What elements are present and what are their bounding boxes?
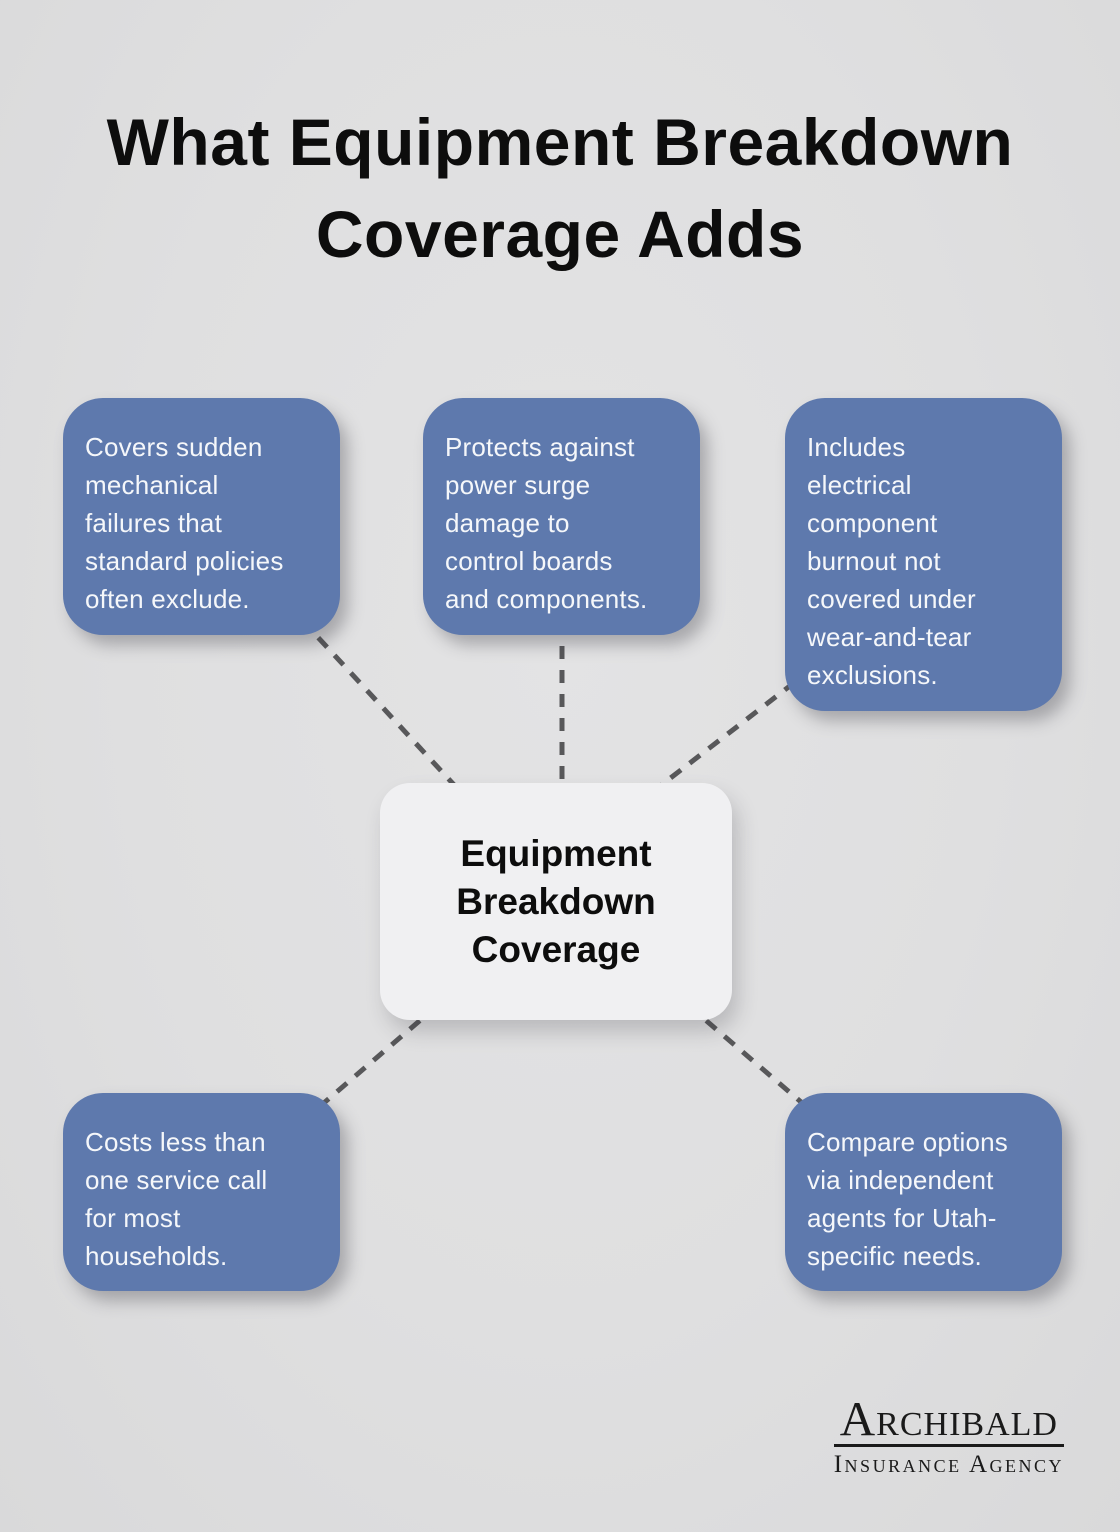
node-top-right: Includes electrical component burnout no… xyxy=(785,398,1062,711)
company-logo: Archibald Insurance Agency xyxy=(833,1391,1064,1478)
node-top-left-text: Covers sudden mechanical failures that s… xyxy=(85,432,284,614)
page-title: What Equipment Breakdown Coverage Adds xyxy=(60,96,1060,281)
node-top-right-text: Includes electrical component burnout no… xyxy=(807,432,976,690)
connector-bottom-left xyxy=(316,1003,440,1110)
center-node: Equipment Breakdown Coverage xyxy=(380,783,732,1020)
page-title-text: What Equipment Breakdown Coverage Adds xyxy=(106,105,1014,272)
center-node-label: Equipment Breakdown Coverage xyxy=(456,832,656,970)
node-top-middle-text: Protects against power surge damage to c… xyxy=(445,432,648,614)
connector-top-left xyxy=(300,618,470,802)
node-top-left: Covers sudden mechanical failures that s… xyxy=(63,398,340,635)
logo-divider-rule xyxy=(833,1444,1064,1447)
node-bottom-left: Costs less than one service call for mos… xyxy=(63,1093,340,1291)
node-bottom-right: Compare options via independent agents f… xyxy=(785,1093,1062,1291)
logo-subtitle: Insurance Agency xyxy=(833,1451,1064,1478)
logo-name: Archibald xyxy=(839,1391,1058,1446)
connector-bottom-right xyxy=(686,1003,810,1110)
node-top-middle: Protects against power surge damage to c… xyxy=(423,398,700,635)
node-bottom-right-text: Compare options via independent agents f… xyxy=(807,1127,1008,1271)
node-bottom-left-text: Costs less than one service call for mos… xyxy=(85,1127,268,1271)
connector-top-right xyxy=(640,680,797,802)
